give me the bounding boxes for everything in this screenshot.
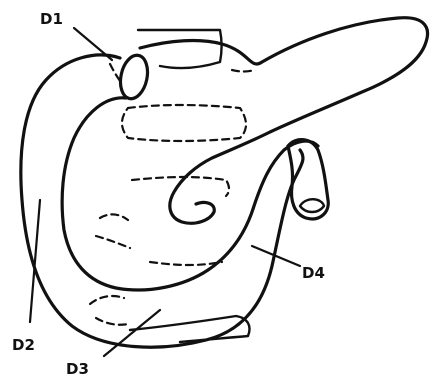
vertebra-top [138, 30, 222, 68]
pancreas-outline [140, 18, 428, 224]
duodenal-bulb-d1 [117, 53, 152, 101]
vertebra-dashed-6 [90, 296, 128, 325]
vertebra-dashed-2 [122, 105, 246, 141]
leader-d3 [104, 310, 160, 356]
vertebra-dashed-3 [132, 177, 229, 196]
label-d3: D3 [66, 360, 89, 378]
vertebra-dashed-5 [150, 262, 222, 265]
jejunum-lumen [300, 199, 324, 212]
label-d2: D2 [12, 336, 35, 354]
vertebra-dashed-4 [96, 214, 130, 248]
label-d4: D4 [302, 264, 325, 282]
label-d1: D1 [40, 10, 63, 28]
